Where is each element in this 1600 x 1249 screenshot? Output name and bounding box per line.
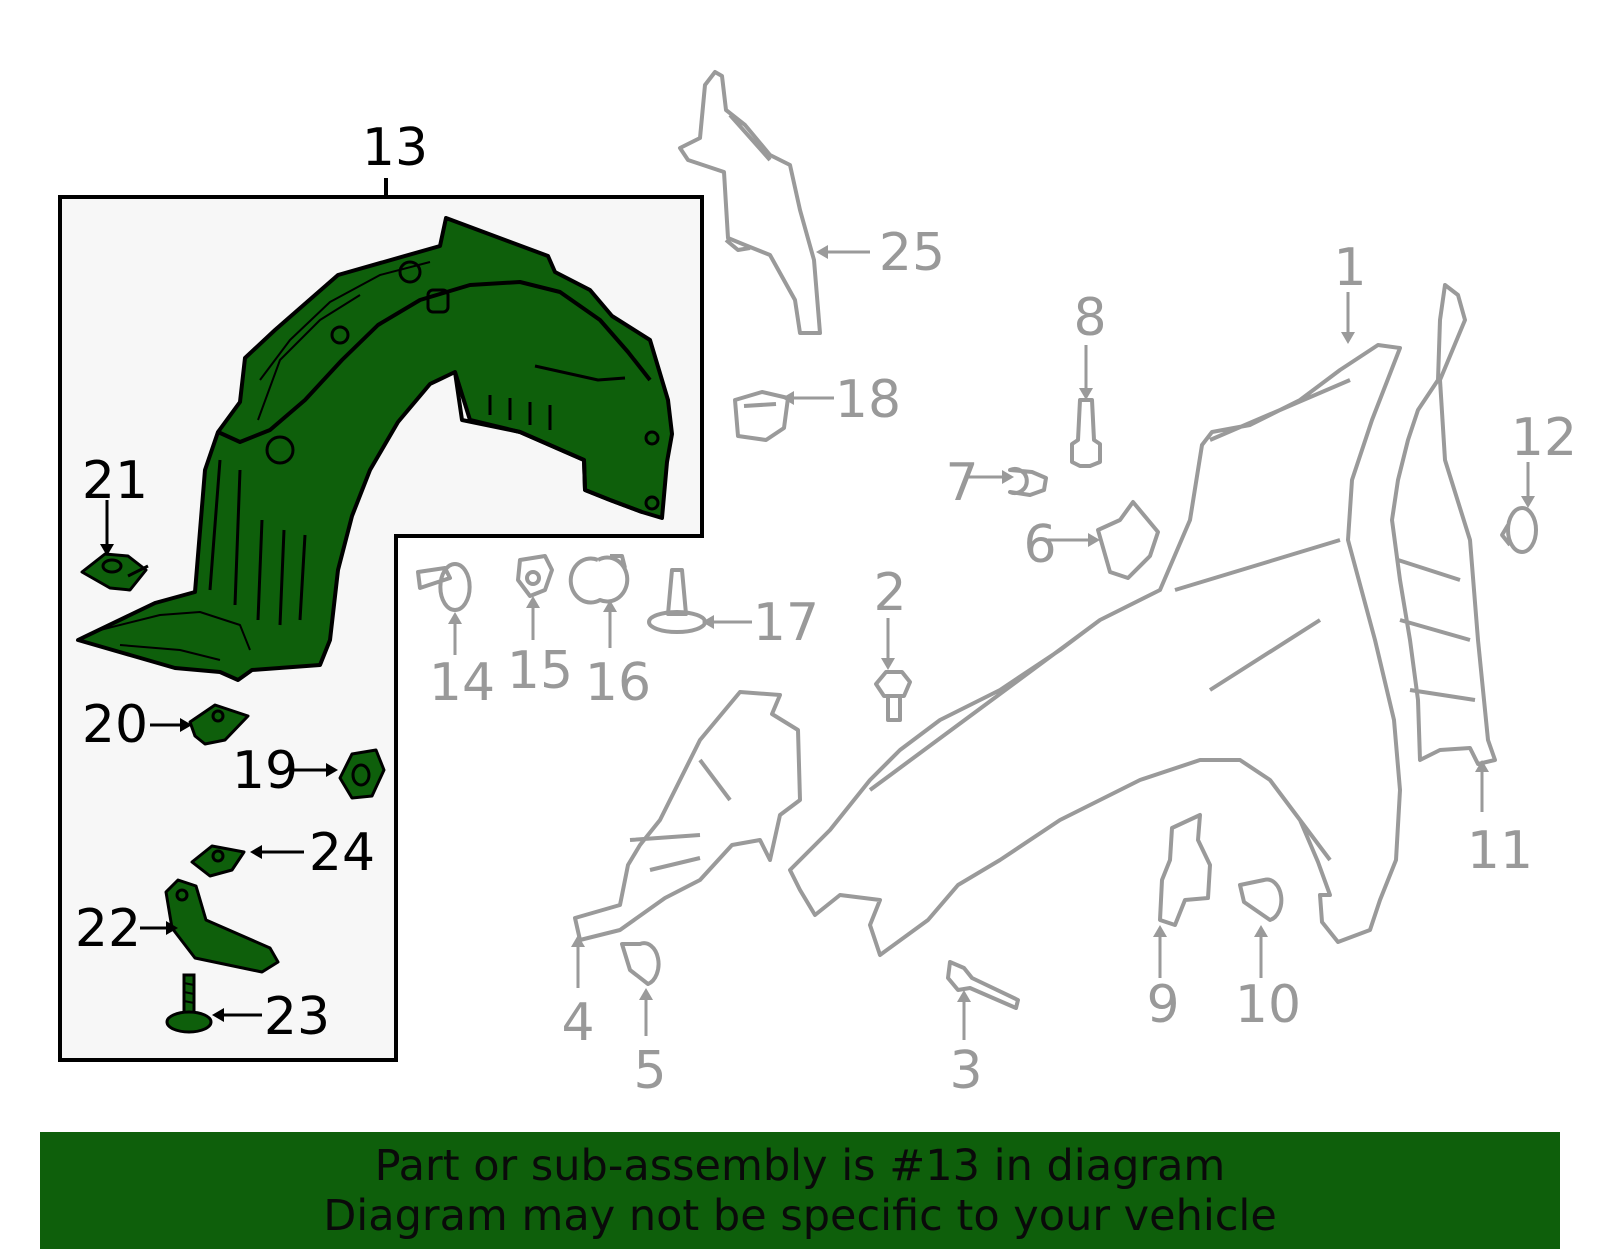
bracket-part-22[interactable] [164,878,280,974]
fender-part-1[interactable] [788,343,1402,957]
panel-part-11[interactable] [1390,283,1497,766]
callout-9: 9 [1146,975,1179,1035]
callout-20: 20 [82,695,148,755]
grommet-part-12[interactable] [1506,506,1538,554]
callout-21: 21 [82,451,148,511]
callout-2: 2 [873,563,906,623]
callout-6: 6 [1023,515,1056,575]
info-banner: Part or sub-assembly is #13 in diagram D… [40,1132,1560,1249]
banner-line-1: Part or sub-assembly is #13 in diagram [374,1141,1226,1191]
callout-3: 3 [949,1041,982,1101]
callout-15: 15 [507,641,573,701]
bolt-part-2[interactable] [874,670,912,722]
bracket-part-6[interactable] [1096,500,1160,580]
callout-4: 4 [561,993,594,1053]
callout-22: 22 [75,899,141,959]
callout-14: 14 [429,653,495,713]
callout-16: 16 [585,653,651,713]
callout-1: 1 [1333,238,1366,298]
nut-part-18[interactable] [733,390,790,442]
clip-part-7[interactable] [1008,467,1048,497]
callout-19: 19 [232,741,298,801]
callout-labels: 13 21 20 19 24 22 23 25 18 8 7 6 1 12 11… [75,118,1577,1101]
callout-11: 11 [1467,821,1533,881]
callout-8: 8 [1073,288,1106,348]
bolt-part-10[interactable] [1238,877,1284,922]
callout-5: 5 [633,1041,666,1101]
bolt-part-5[interactable] [620,941,661,986]
screw-part-23[interactable] [165,973,213,1034]
bracket-part-4[interactable] [573,690,802,942]
callout-24: 24 [309,823,375,883]
pin-part-17[interactable] [666,568,688,616]
bolt-part-8[interactable] [1070,398,1102,468]
callout-13: 13 [362,118,428,178]
bracket-part-9[interactable] [1158,813,1212,927]
callout-25: 25 [879,223,945,283]
fender-liner-part-13[interactable] [76,216,674,682]
callout-17: 17 [753,593,819,653]
leader-arrows [100,245,1535,1040]
clip-part-15[interactable] [516,554,554,598]
callout-7: 7 [945,453,978,513]
callout-18: 18 [835,370,901,430]
grommet-part-14[interactable] [416,562,472,612]
callout-10: 10 [1235,975,1301,1035]
nut-part-24[interactable] [190,844,246,878]
callout-12: 12 [1511,408,1577,468]
nut-part-20[interactable] [188,703,250,746]
callout-23: 23 [264,987,330,1047]
banner-line-2: Diagram may not be specific to your vehi… [323,1191,1277,1241]
plug-part-16[interactable] [568,554,630,605]
clip-part-21[interactable] [80,552,149,592]
rivet-part-3[interactable] [946,960,1020,1010]
retainer-part-19[interactable] [338,748,386,800]
seal-part-25[interactable] [678,70,822,335]
